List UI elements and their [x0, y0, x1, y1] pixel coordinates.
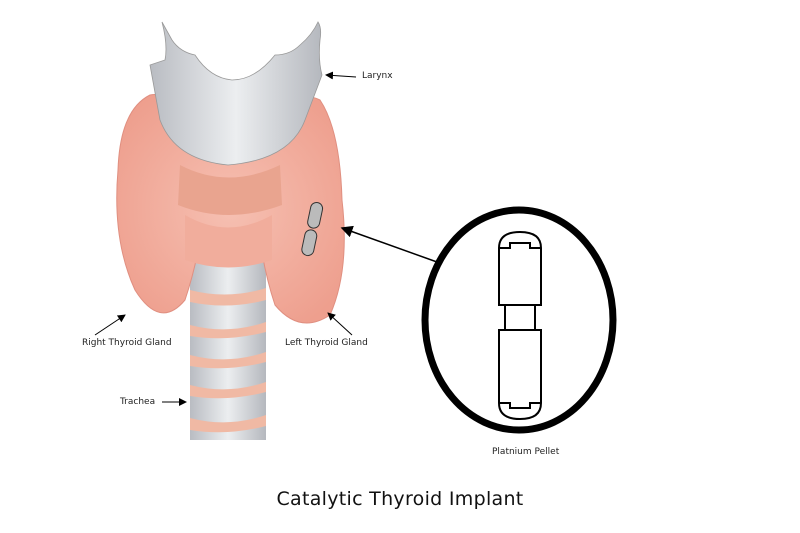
platinum-pellet-label: Platnium Pellet: [492, 447, 560, 457]
larynx-arrow: [325, 71, 357, 80]
thyroid-gland-illustration: [116, 94, 345, 324]
implant-marker: [301, 201, 324, 257]
right-thyroid-gland-label: Right Thyroid Gland: [82, 338, 172, 348]
platinum-pellet-drawing: [498, 230, 542, 421]
right-gland-arrow: [94, 314, 126, 336]
trachea-label: Trachea: [120, 397, 156, 407]
larynx-label: Larynx: [362, 71, 393, 81]
left-thyroid-gland-label: Left Thyroid Gland: [285, 338, 368, 348]
left-gland-arrow: [327, 312, 353, 336]
larynx-illustration: [149, 21, 323, 166]
pellet-callout-arrow: [340, 225, 438, 263]
diagram-caption: Catalytic Thyroid Implant: [276, 488, 524, 510]
